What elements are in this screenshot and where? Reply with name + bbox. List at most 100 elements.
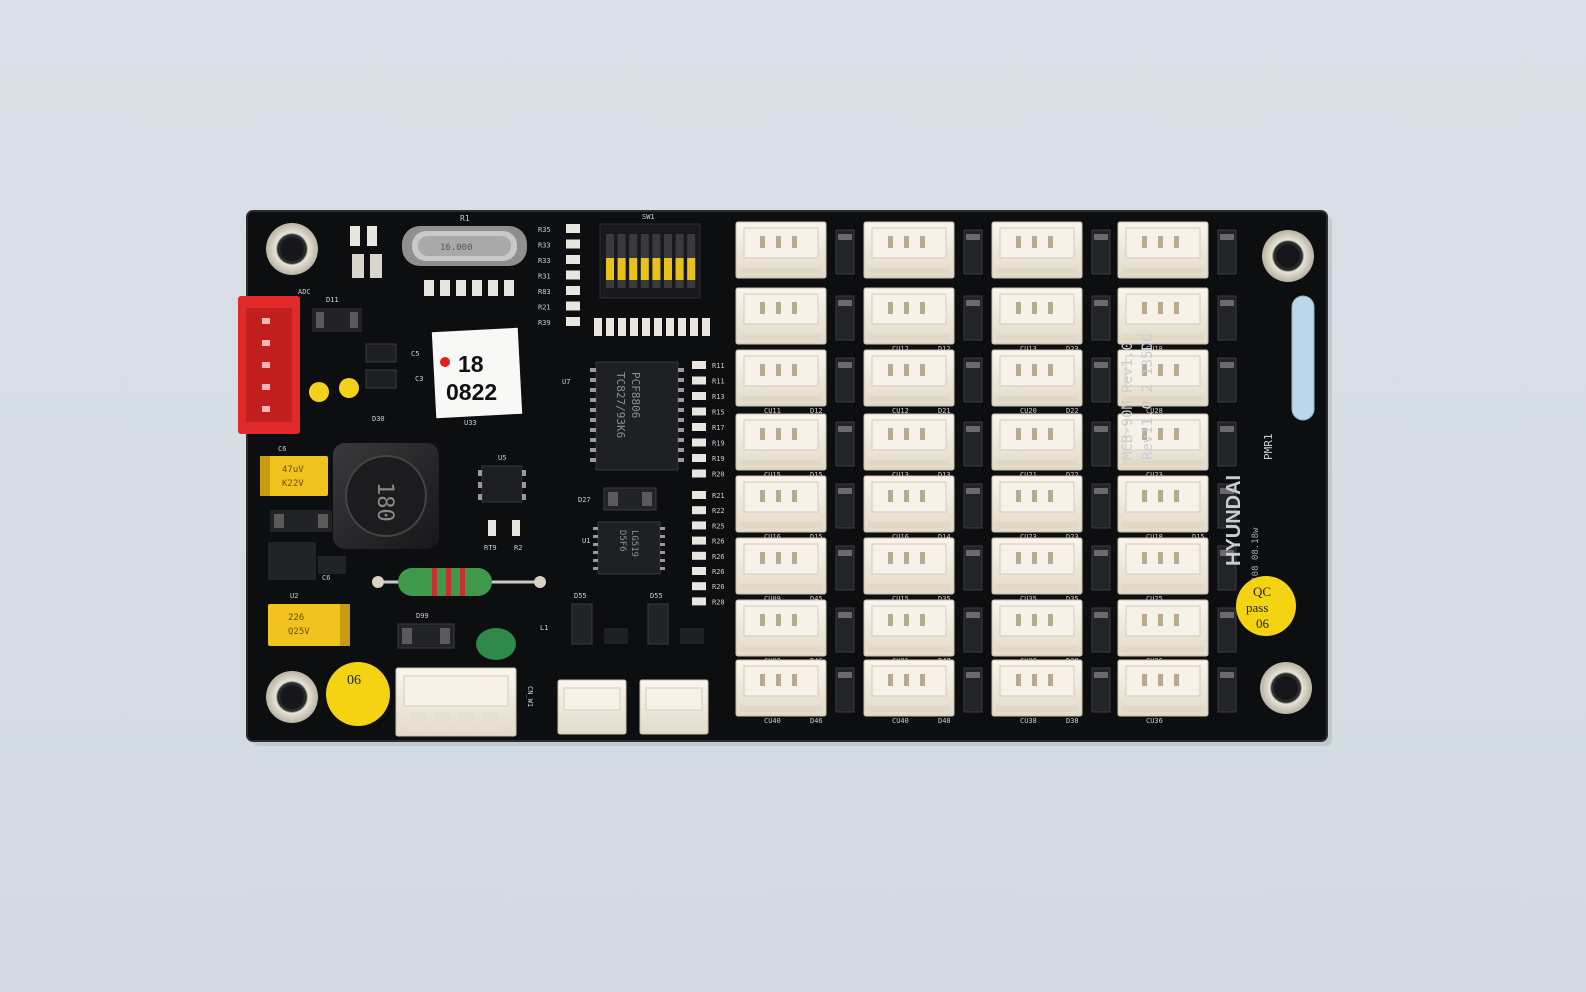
smd-diode [1217,421,1237,467]
resistor [692,536,706,545]
connector-pin [1142,428,1147,440]
resistor-label: R35 [538,226,551,234]
connector-pin [1016,490,1021,502]
chip-pin [590,438,596,442]
connector-ledge [996,522,1078,528]
diode-pad [838,672,852,678]
qc-line3: 06 [1256,616,1270,631]
resistor [566,224,580,233]
connector-pin [920,302,925,314]
connector-pin [1174,428,1179,440]
diode-pad [966,300,980,306]
connector-pin [1032,428,1037,440]
resistor [566,286,580,295]
smd-diode [835,607,855,653]
smd-diode [1091,607,1111,653]
diode-pad [838,362,852,368]
connector-pin [792,614,797,626]
resistor-label: R28 [712,598,725,606]
connector-ledge [740,522,822,528]
resistor-label: R26 [712,538,725,546]
connector-pin [1142,674,1147,686]
label-u5: U5 [498,454,506,462]
smd-under-u5 [488,520,520,536]
connector-label: CU38 [1020,717,1037,725]
resistor [692,597,706,606]
resistor-label: R11 [712,378,725,386]
diode-pad [838,612,852,618]
smd-cluster-top-left [350,226,514,296]
diode-pad [1220,612,1234,618]
date-label-line1: 18 [458,351,484,377]
connector-pin [1174,490,1179,502]
label-dc: ADC [298,288,311,296]
blue-label-strip [1291,295,1315,421]
smd-diode [1217,295,1237,341]
connector-label: CU13 [1020,345,1037,353]
diode-pad [966,426,980,432]
resistor [678,318,686,336]
diode-pad [838,300,852,306]
connector-pin [1142,552,1147,564]
connector-pin [1142,236,1147,248]
connector-pin [760,674,765,686]
diode-label: D12 [810,407,823,415]
connector-label: CU35 [1020,595,1037,603]
power-inductor: 180 [333,443,439,549]
chip-pin [593,551,598,554]
board-pmr-text: PMR1 [1262,434,1275,461]
resistor-label: R19 [712,440,725,448]
connector-pin [1174,364,1179,376]
connector-pin [1032,552,1037,564]
connector-pin [1158,552,1163,564]
connector-pin [1016,236,1021,248]
connector-ledge [868,646,950,652]
chip-u5 [478,465,526,503]
diodes-d55 [571,603,704,645]
smd-diode [1217,483,1237,529]
label-d55b: D55 [650,592,663,600]
label-c3: C3 [415,375,423,383]
connector-ledge [1122,396,1204,402]
chip-pin [593,559,598,562]
connector-ledge [996,396,1078,402]
connector-ledge [740,646,822,652]
small-transistors [365,343,397,389]
smd-diode [963,357,983,403]
smd-diode [835,295,855,341]
smd-diode [835,545,855,591]
chip-u7-line2: TC827/93K6 [614,372,627,438]
connector-pin [1032,302,1037,314]
chip-pin [678,368,684,372]
yellow-capacitors [309,378,359,402]
diode-label: D23 [1066,533,1079,541]
label-u2: U2 [290,592,298,600]
tantalum-capacitor-bottom: 226 Q25V [268,604,350,646]
connector-pin [760,302,765,314]
connector-pin [792,236,797,248]
connector-pin [1142,614,1147,626]
smd-diode [1217,229,1237,275]
chip-pin [590,458,596,462]
connector-pin [1016,302,1021,314]
chip-u1: LG519 D5F6 [593,521,665,575]
diode-label: D23 [1066,345,1079,353]
connector-label: CU40 [892,717,909,725]
chip-pin [678,438,684,442]
connector-label: CU15 [764,471,781,479]
connector-ledge [868,334,950,340]
connector-pin [1048,614,1053,626]
smd-diode [963,229,983,275]
connector-ledge [996,334,1078,340]
diode-d99 [397,623,455,649]
resistor [692,567,706,575]
connector-ledge [740,396,822,402]
label-d99: D99 [416,612,429,620]
connector-pin [760,428,765,440]
diode-label: D48 [938,717,951,725]
diode-pad [1220,362,1234,368]
connector-pin [1032,674,1037,686]
connector-pin [1174,614,1179,626]
